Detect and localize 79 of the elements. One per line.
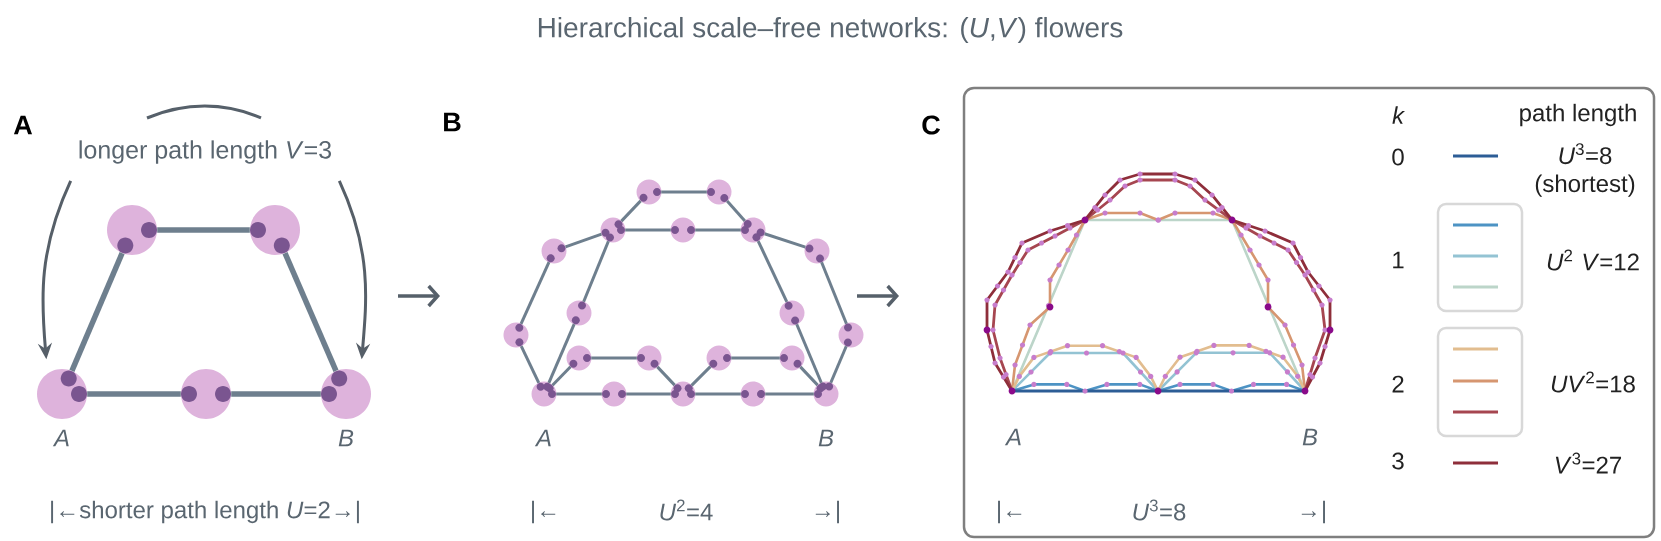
graph-edge <box>620 199 642 223</box>
graph-edge <box>690 365 712 387</box>
text-label: longer path length V=3 <box>79 140 331 164</box>
graph-edge <box>625 228 671 232</box>
label: →| <box>1301 500 1325 524</box>
graph-edge <box>519 261 551 325</box>
graph-edge <box>591 356 637 360</box>
vertex-circle <box>636 179 662 205</box>
graph-edge <box>661 190 707 194</box>
label: 2 <box>1392 375 1404 393</box>
vertex-circle <box>706 345 732 371</box>
vertex-circle <box>250 205 300 255</box>
graph-edge <box>157 227 250 233</box>
vertex-circle <box>107 205 157 255</box>
label: 1 <box>1393 251 1404 269</box>
label: 3 <box>1392 452 1404 470</box>
point-label: B <box>1302 428 1318 446</box>
vertex-circle <box>181 369 231 419</box>
point-label: A <box>52 429 69 447</box>
graph-edge <box>829 345 848 384</box>
vertex-circle <box>838 322 864 348</box>
label: 0 <box>1392 148 1404 166</box>
label: U$^{3}$=8 <box>1133 499 1186 521</box>
label: |← <box>998 500 1022 524</box>
vertex-circle <box>566 300 592 326</box>
label: →| <box>815 500 839 524</box>
graph-edge <box>731 356 780 360</box>
graph-edge <box>519 345 541 384</box>
legend-text: U$^{2}$ V=12 <box>1547 249 1639 271</box>
legend-text: V$^{3}$=27 <box>1555 452 1621 474</box>
graph-edge <box>695 392 741 396</box>
vertex-circle <box>601 381 627 407</box>
vertex-circle <box>600 217 626 243</box>
graph-edge <box>231 391 321 397</box>
label: |← <box>532 500 556 524</box>
graph-edge <box>795 323 823 384</box>
vertex-circle <box>503 322 529 348</box>
panel-letter: C <box>922 115 940 135</box>
panel-letter: B <box>444 112 461 132</box>
column-header: path length <box>1520 103 1636 127</box>
label: U$^{2}$=4 <box>660 499 713 521</box>
vertex-circle <box>740 381 766 407</box>
vertex-circle <box>541 238 567 264</box>
vertex-circle <box>706 179 732 205</box>
graph-edge <box>556 392 602 396</box>
graph-edge <box>764 232 806 249</box>
title: Hierarchical scale–free networks: (U,V) flowers <box>538 16 1123 44</box>
graph-edge <box>565 232 603 249</box>
vertex-circle <box>779 300 805 326</box>
vertex-circle <box>779 345 805 371</box>
point-label: B <box>338 429 354 447</box>
graph-edge <box>551 365 572 387</box>
graph-edge <box>547 323 576 384</box>
graph-edge <box>695 228 741 232</box>
vertex-circle <box>670 381 696 407</box>
vertex-circle <box>566 345 592 371</box>
graph-edge <box>799 365 819 387</box>
graph-edge <box>756 240 789 303</box>
panel-letter: A <box>13 115 33 135</box>
vertex-circle <box>804 238 830 264</box>
column-header: k <box>1392 106 1405 124</box>
graph-edge <box>726 200 746 222</box>
vertex-circle <box>670 217 696 243</box>
vertex-circle <box>740 217 766 243</box>
point-label: B <box>818 429 834 447</box>
legend-text: UV$^{2}$=18 <box>1551 371 1635 393</box>
graph-edge <box>765 392 814 396</box>
graph-edge <box>282 252 339 372</box>
graph-edge <box>87 391 181 397</box>
graph-edge <box>582 240 610 303</box>
legend-text: U$^{3}$=8 (shortest) <box>1535 143 1635 197</box>
vertex-circle <box>636 345 662 371</box>
graph-edge <box>626 392 671 396</box>
label: |←shorter path length U=2→| <box>51 500 359 524</box>
point-label: A <box>1004 428 1021 446</box>
graph-edge <box>820 261 848 325</box>
graph-edge <box>656 365 676 387</box>
point-label: A <box>534 429 551 447</box>
graph-edge <box>69 252 125 372</box>
